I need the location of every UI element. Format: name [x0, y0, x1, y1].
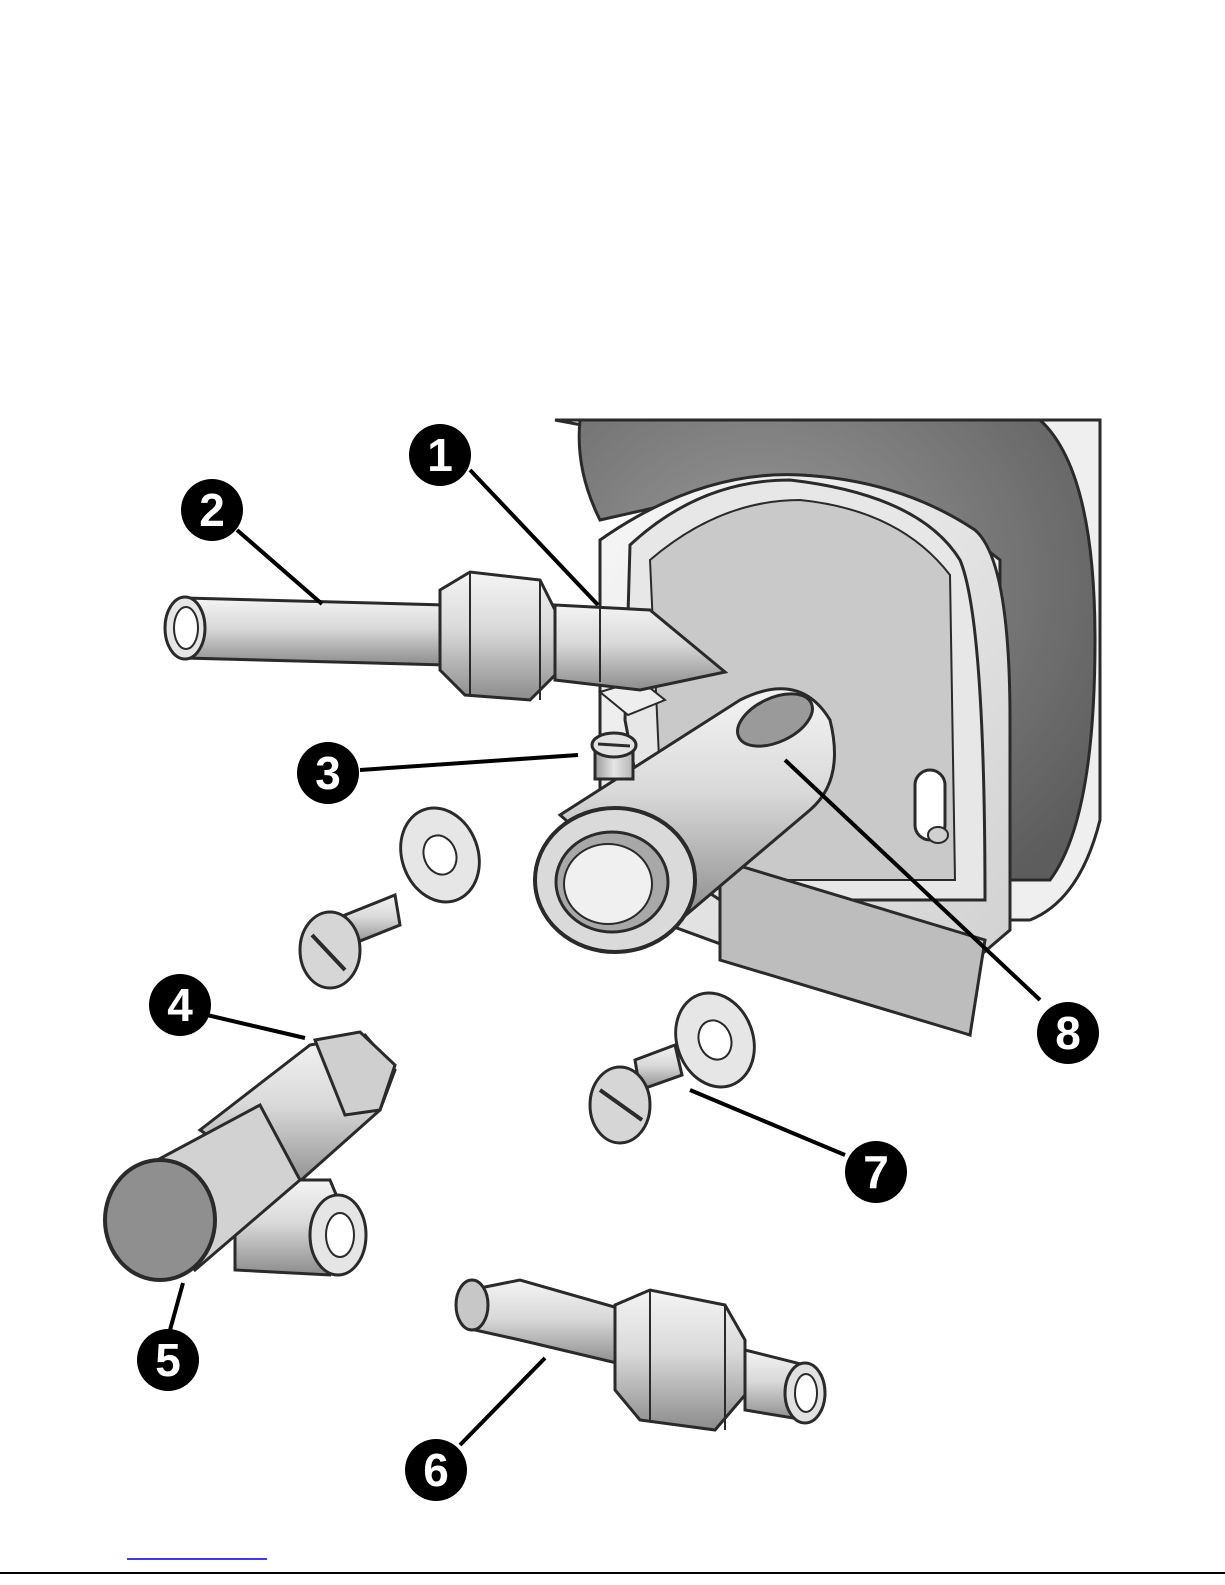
callout-4-label: 4	[167, 979, 193, 1031]
elbow-fitting	[105, 1032, 395, 1280]
leader-2	[237, 530, 322, 604]
leader-6	[460, 1358, 545, 1445]
callout-4: 4	[149, 974, 211, 1036]
callout-3: 3	[297, 742, 359, 804]
elbow-cap	[105, 1160, 215, 1280]
leader-3	[360, 755, 578, 770]
hex-nut	[440, 572, 555, 700]
callout-5-label: 5	[155, 1334, 181, 1386]
footer-link-underline	[127, 1558, 267, 1560]
leader-5	[170, 1283, 183, 1330]
callout-8: 8	[1037, 1002, 1099, 1064]
callout-6-label: 6	[423, 1444, 449, 1496]
lower-washer	[663, 982, 767, 1098]
callout-2-label: 2	[199, 484, 225, 536]
connector	[456, 1280, 825, 1430]
callout-8-label: 8	[1055, 1007, 1081, 1059]
leader-7	[690, 1090, 845, 1155]
upper-washer	[388, 797, 492, 913]
lower-screw	[590, 1045, 682, 1143]
callout-1-label: 1	[427, 429, 453, 481]
inlet-tube	[185, 598, 445, 665]
slot-screw	[928, 827, 948, 843]
callout-6: 6	[405, 1439, 467, 1501]
callout-2: 2	[181, 479, 243, 541]
leader-4	[207, 1015, 305, 1038]
callout-3-label: 3	[315, 747, 341, 799]
callout-1: 1	[409, 424, 471, 486]
upper-screw	[300, 895, 400, 988]
callout-5: 5	[137, 1329, 199, 1391]
callout-7: 7	[845, 1141, 907, 1203]
page-bottom-rule	[0, 1572, 1225, 1574]
callout-7-label: 7	[863, 1146, 889, 1198]
